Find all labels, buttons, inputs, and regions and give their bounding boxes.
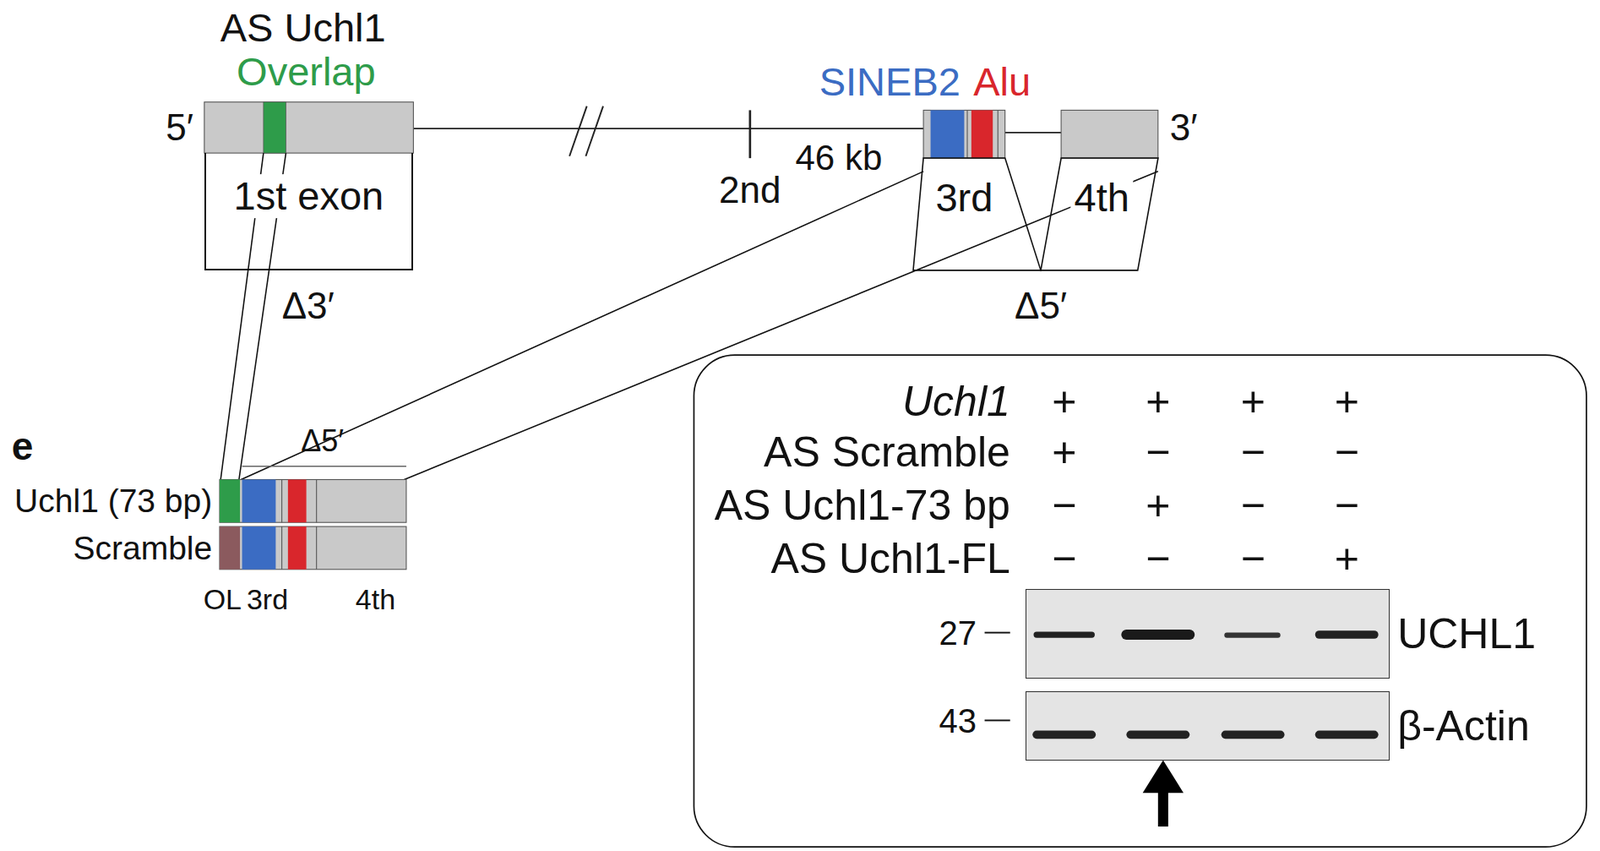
overlap-label: Overlap [236,49,376,94]
row-label: Uchl1 [902,377,1011,425]
table-cell: − [1334,481,1360,528]
table-cell: + [1051,377,1077,425]
divider [281,526,283,570]
blot-band [1315,730,1379,740]
table-cell: − [1334,429,1360,476]
end-label: 5′ [165,107,194,148]
construct-label: Uchl1 (73 bp) [14,483,213,520]
exon-projection: 4th [1040,157,1159,271]
blot-band [1126,730,1190,740]
segment-label: 3rd [246,584,289,616]
projection-line [404,171,1159,480]
segment-label: OL [203,584,242,616]
deletion-label: Δ3′ [282,285,335,327]
table-cell: + [1334,534,1360,582]
blot-band [1034,631,1095,637]
table-cell: + [1051,429,1077,476]
size-marker: 27 [938,614,977,652]
divider [315,526,317,570]
row-label: AS Uchl1-73 bp [714,481,1011,528]
panel-letter: e [11,424,34,469]
table-cell: − [1240,534,1266,582]
blot-panel: UCHL1 [1025,588,1390,679]
segment-label: 4th [355,584,396,616]
deletion-label: Δ5′ [300,424,344,458]
construct-label: Scramble [73,529,213,566]
blot-ground [1025,690,1390,760]
table-cell: − [1145,429,1171,476]
exon-bar [923,109,1006,158]
element-label: SINEB2 [819,59,961,104]
arrow-shaft [1158,790,1169,827]
trapezoid-outline [1040,157,1159,271]
table-cell: + [1240,377,1266,425]
exon-label: 2nd [718,168,781,210]
overlap-stripe [219,478,240,523]
blot-band [1221,730,1285,740]
end-label: 3′ [1170,107,1198,148]
row-label: AS Uchl1-FL [770,534,1010,582]
overlap-stripe [263,102,287,153]
sineb2-stripe [242,478,277,523]
sineb2-stripe [242,526,277,570]
exon-projection: 3rd [913,157,1041,271]
table-cell: + [1145,481,1171,528]
span-line [242,465,407,468]
blot-band [1121,629,1195,640]
blot-band [1315,630,1379,639]
divider [997,109,999,158]
scramble-stripe [219,526,240,570]
arrow-head [1142,760,1184,794]
element-label: Alu [973,59,1031,104]
alu-stripe [288,526,307,570]
exon-label: 4th [1071,175,1133,220]
exon-bar [1061,109,1159,158]
exon-tick [749,109,752,158]
intron-line [1005,131,1062,134]
exon-label: 3rd [931,175,996,220]
divider [281,478,283,523]
intron-line [413,127,924,130]
marker-tick [985,718,1011,721]
sineb2-stripe [930,109,965,158]
construct-bar [219,526,407,570]
table-cell: + [1145,377,1171,425]
size-marker: 43 [938,702,977,740]
alu-stripe [288,478,307,523]
divider [966,109,968,158]
table-cell: − [1051,534,1077,582]
exon-box: 1st exon [204,152,414,271]
marker-tick [985,631,1011,634]
blot-band [1032,730,1096,740]
table-cell: − [1240,429,1266,476]
exon-label: 1st exon [230,174,388,219]
construct-bar [219,478,407,523]
blot-panel: β-Actin [1025,691,1390,761]
row-label: AS Scramble [763,429,1011,476]
blot-band [1224,632,1280,638]
distance-label: 46 kb [795,138,883,178]
blot-ground [1025,588,1390,679]
rounded-panel [693,354,1587,847]
table-cell: + [1334,377,1360,425]
table-cell: − [1145,534,1171,582]
table-cell: − [1051,481,1077,528]
heading-label: AS Uchl1 [220,5,387,50]
break-mark [585,106,604,157]
blot-label: β-Actin [1397,702,1530,749]
divider [315,478,317,523]
blot-label: UCHL1 [1397,610,1536,658]
table-cell: − [1240,481,1266,528]
deletion-label: Δ5′ [1014,285,1067,327]
trapezoid-outline [913,157,1041,271]
alu-stripe [971,109,993,158]
break-mark [569,106,588,157]
exon-bar [204,102,414,153]
